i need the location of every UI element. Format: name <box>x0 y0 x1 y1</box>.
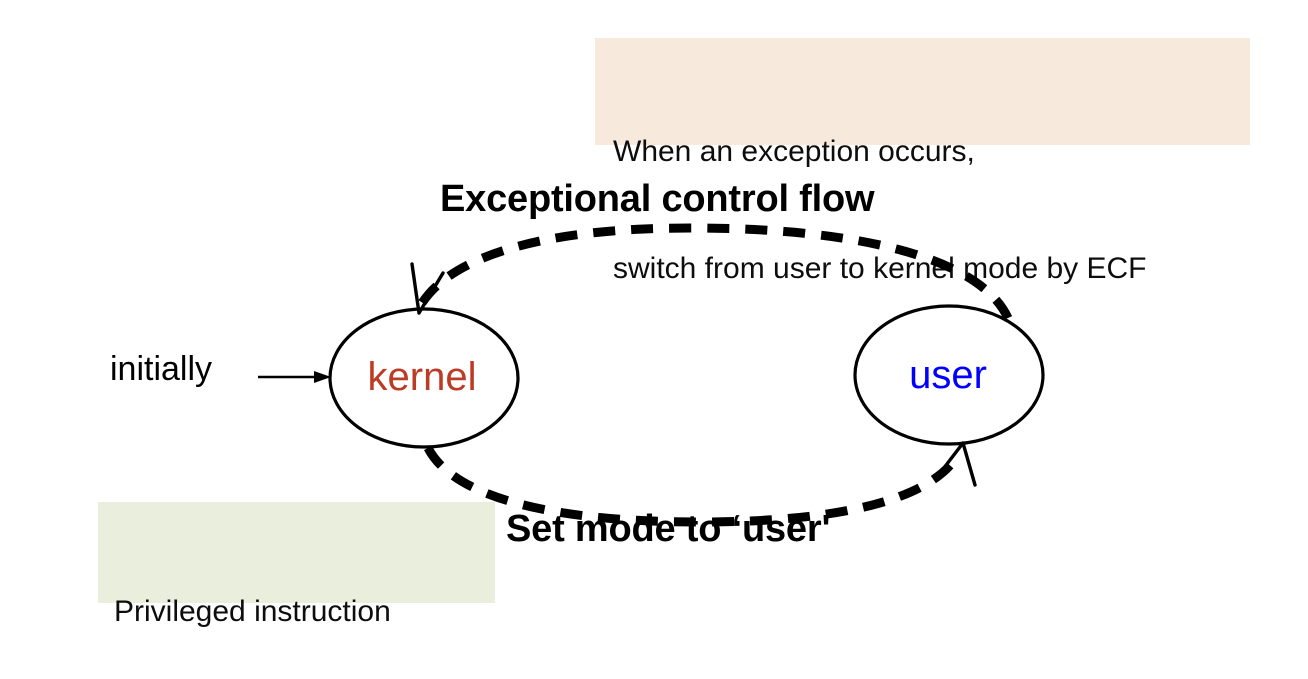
user-node-ellipse[interactable] <box>853 304 1045 446</box>
exceptional-control-flow-label: Exceptional control flow <box>440 178 875 220</box>
kernel-to-user-dashed-arc <box>424 445 962 527</box>
kernel-node-label: kernel <box>367 355 477 399</box>
exception-note-line-1: When an exception occurs, <box>613 135 975 168</box>
kernel-node-ellipse[interactable] <box>328 307 520 449</box>
exception-note-line-2: switch from user to kernel mode by ECF <box>613 252 1147 285</box>
exception-note-box: When an exception occurs, switch from us… <box>595 38 1250 285</box>
kernel-to-user-arrowhead <box>935 441 977 487</box>
user-to-kernel-arrowhead <box>410 262 445 315</box>
initially-arrowhead <box>314 371 331 383</box>
user-to-kernel-dashed-arc <box>418 223 1013 321</box>
initially-label: initially <box>110 350 213 388</box>
user-node-label: user <box>909 353 987 397</box>
privileged-instruction-note-box: Privileged instruction - Set mode instru… <box>98 502 495 628</box>
privileged-note-line-1: Privileged instruction <box>114 595 391 628</box>
